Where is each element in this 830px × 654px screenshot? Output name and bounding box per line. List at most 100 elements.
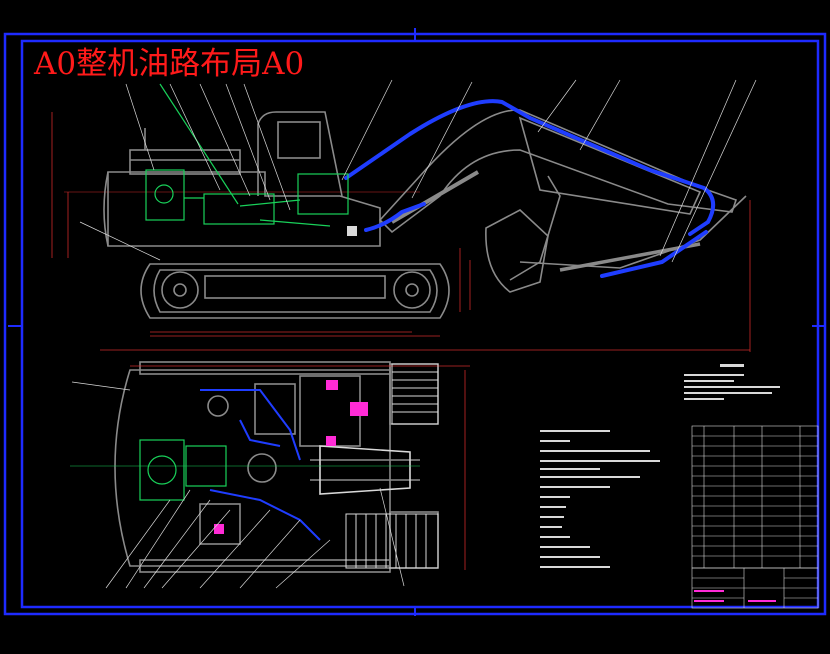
leader-line	[537, 79, 577, 133]
hydraulic-line	[209, 489, 321, 541]
text-row	[540, 496, 570, 498]
text-row	[720, 364, 744, 367]
magenta-component	[326, 380, 338, 390]
cylinder-top	[319, 445, 411, 495]
text-row	[540, 430, 610, 432]
text-row	[684, 398, 724, 400]
track-shoe-block	[345, 513, 439, 569]
technical-requirements-block	[684, 364, 780, 400]
leader-line	[379, 487, 405, 587]
parts-list-table	[691, 425, 819, 569]
magenta-component	[326, 436, 336, 446]
text-row	[540, 506, 566, 508]
track-shoe-block	[391, 363, 439, 425]
title-block-mark	[748, 600, 776, 602]
track-outline	[140, 263, 450, 319]
leader-line	[199, 509, 271, 589]
technical-parameters-block	[540, 430, 660, 568]
engine-side	[145, 83, 349, 227]
idler	[393, 271, 431, 309]
magenta-component	[350, 402, 368, 416]
leader-line	[79, 221, 161, 261]
bucket-link	[519, 195, 747, 269]
engine-block	[139, 439, 185, 501]
boom-top-block	[389, 363, 439, 425]
pump-top	[207, 395, 229, 417]
leader-line	[105, 499, 171, 589]
valve-block	[297, 173, 349, 215]
leader-line	[243, 83, 291, 211]
hydraulic-lines-top	[200, 389, 321, 541]
title-block-marks	[694, 590, 776, 602]
leader-line	[169, 83, 221, 191]
cab	[257, 111, 343, 197]
text-row	[540, 450, 650, 452]
engine-hood	[129, 149, 241, 175]
fan	[147, 455, 177, 485]
hydraulic-line	[600, 230, 708, 278]
leader-lines-side	[79, 79, 757, 263]
leader-line	[125, 83, 155, 171]
boom	[378, 109, 738, 234]
hydraulic-lines-side	[344, 99, 716, 278]
text-row	[684, 374, 744, 376]
leader-line	[579, 79, 621, 151]
outer-frame	[3, 32, 827, 616]
track-frame	[204, 275, 386, 299]
text-row	[540, 460, 660, 462]
counterweight	[103, 171, 109, 247]
track-top	[139, 361, 391, 375]
text-row	[540, 546, 590, 548]
track-shoe-hatch	[355, 514, 427, 568]
engine-top	[70, 439, 420, 501]
drawing-title: A0整机油路布局A0	[33, 46, 304, 82]
leader-line	[143, 499, 211, 589]
hydraulic-line	[200, 389, 301, 461]
table-rows	[692, 435, 818, 557]
arm-frame	[509, 175, 561, 281]
bucket	[485, 209, 549, 293]
track-inner	[153, 269, 438, 313]
track-shoe-hatch	[392, 371, 438, 413]
text-row	[540, 526, 562, 528]
leader-line	[125, 489, 191, 589]
leader-line	[199, 83, 251, 197]
leader-line	[275, 539, 331, 589]
control-panel-marker	[347, 226, 357, 236]
top-body-outline	[114, 369, 391, 567]
upper-body	[107, 171, 381, 247]
inner-frame	[20, 39, 820, 609]
tank-top	[199, 503, 241, 545]
text-row	[540, 468, 600, 470]
title-block-mark	[694, 590, 724, 592]
arm-cylinder	[559, 242, 701, 272]
title-block-rows	[692, 577, 818, 599]
hydraulic-line	[364, 202, 426, 232]
side-view	[51, 109, 751, 352]
cab-window	[277, 121, 321, 159]
pilot-line	[239, 199, 331, 227]
arm	[518, 116, 702, 215]
sprocket	[161, 271, 199, 309]
hydraulic-line	[344, 99, 716, 236]
title-block	[691, 567, 819, 609]
leader-line	[71, 381, 131, 391]
leader-line	[225, 83, 271, 201]
leader-line	[341, 79, 393, 181]
sprocket-hub	[173, 283, 187, 297]
magenta-components	[214, 380, 368, 534]
pump-unit	[203, 193, 275, 225]
magenta-component	[214, 524, 224, 534]
text-row	[684, 392, 772, 394]
idler-hub	[405, 283, 419, 297]
text-row	[540, 536, 570, 538]
text-row	[540, 566, 610, 568]
parts-list-border	[691, 425, 819, 569]
leader-line	[239, 519, 301, 589]
track-shoes	[345, 363, 439, 569]
leader-line	[659, 79, 737, 257]
valve-top	[254, 383, 296, 435]
text-row	[540, 556, 600, 558]
text-row	[684, 380, 734, 382]
